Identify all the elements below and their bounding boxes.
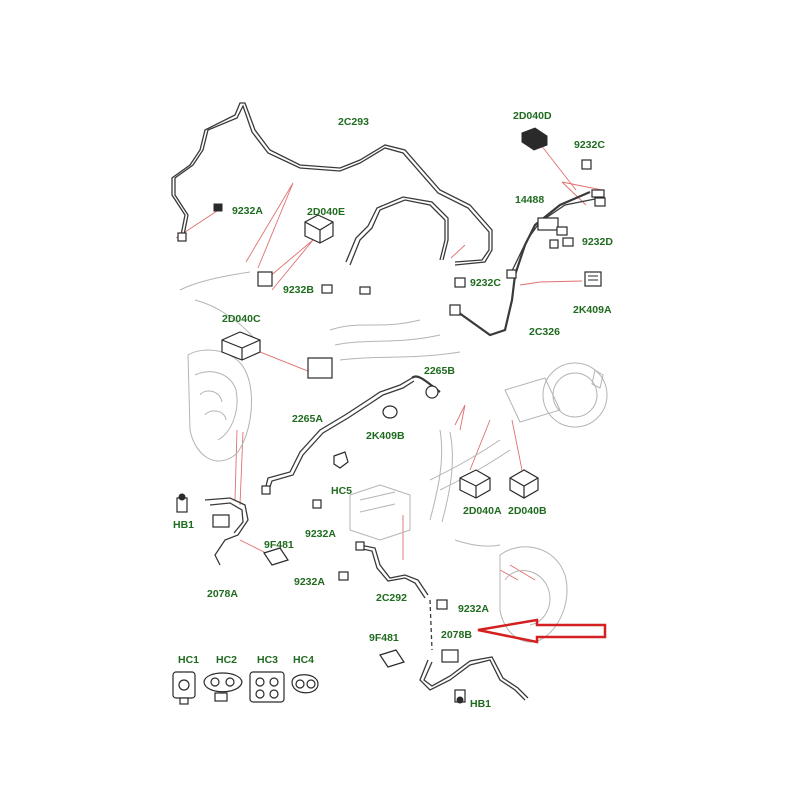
- label-9232A-4: 9232A: [458, 603, 489, 615]
- label-2C292: 2C292: [376, 592, 407, 604]
- label-9232A-2: 9232A: [305, 528, 336, 540]
- label-2D040D: 2D040D: [513, 110, 552, 122]
- label-9232A-1: 9232A: [232, 205, 263, 217]
- label-HC1: HC1: [178, 654, 199, 666]
- label-2078B: 2078B: [441, 629, 472, 641]
- highlight-arrow-icon: [477, 618, 607, 644]
- parts: [176, 127, 606, 704]
- label-2078A: 2078A: [207, 588, 238, 600]
- hc2-clip-icon: [203, 672, 243, 702]
- label-9232B: 9232B: [283, 284, 314, 296]
- hc3-clip-icon: [249, 671, 285, 703]
- label-2265A: 2265A: [292, 413, 323, 425]
- label-HC4: HC4: [293, 654, 314, 666]
- hc-clip-icons: [172, 671, 319, 705]
- label-2D040A: 2D040A: [463, 505, 502, 517]
- label-14488: 14488: [515, 194, 544, 206]
- label-2C326: 2C326: [529, 326, 560, 338]
- label-2265B: 2265B: [424, 365, 455, 377]
- label-2D040B: 2D040B: [508, 505, 547, 517]
- label-9F481-right: 9F481: [369, 632, 399, 644]
- label-HB1-left: HB1: [173, 519, 194, 531]
- label-HC2: HC2: [216, 654, 237, 666]
- hc4-clip-icon: [291, 674, 319, 694]
- label-HC5: HC5: [331, 485, 352, 497]
- label-9F481-left: 9F481: [264, 539, 294, 551]
- label-2K409A: 2K409A: [573, 304, 612, 316]
- label-HC3: HC3: [257, 654, 278, 666]
- label-9232C-top: 9232C: [574, 139, 605, 151]
- part-labels: 2C293 2D040D 9232C 14488 9232D 9232A 2D0…: [173, 110, 613, 710]
- label-2D040C: 2D040C: [222, 313, 261, 325]
- label-2K409B: 2K409B: [366, 430, 405, 442]
- label-9232C-mid: 9232C: [470, 277, 501, 289]
- label-HB1-right: HB1: [470, 698, 491, 710]
- brake-pipes: [171, 102, 601, 701]
- hc1-clip-icon: [172, 671, 196, 705]
- label-9232D: 9232D: [582, 236, 613, 248]
- label-2C293: 2C293: [338, 116, 369, 128]
- label-2D040E: 2D040E: [307, 206, 345, 218]
- label-9232A-3: 9232A: [294, 576, 325, 588]
